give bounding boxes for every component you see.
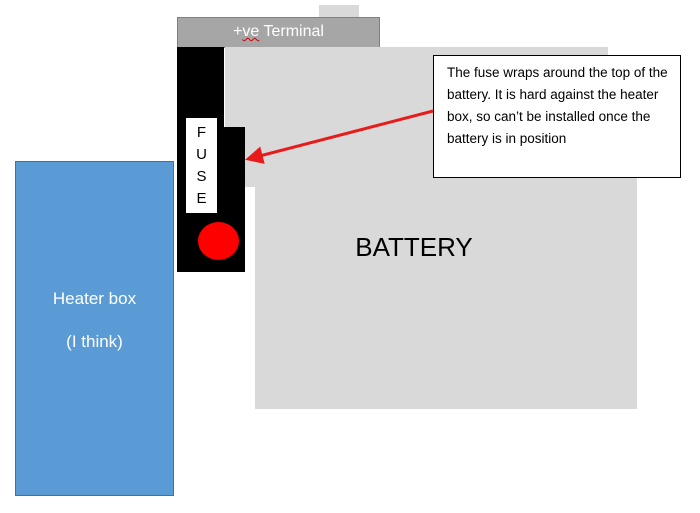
heater-box: Heater box (I think) bbox=[15, 161, 174, 496]
terminal-post bbox=[319, 5, 359, 19]
terminal-suffix: Terminal bbox=[259, 23, 324, 40]
battery-edge bbox=[225, 47, 259, 131]
arrow-line bbox=[245, 109, 434, 164]
fuse-label: F U S E bbox=[186, 118, 217, 213]
callout-note: The fuse wraps around the top of the bat… bbox=[433, 55, 681, 178]
fuse-red-dot bbox=[198, 222, 239, 260]
fuse-letter: E bbox=[196, 190, 207, 208]
terminal-ve: ve bbox=[242, 23, 260, 40]
fuse-letter: U bbox=[196, 145, 207, 163]
heater-label: Heater box bbox=[52, 289, 137, 308]
fuse-letter: S bbox=[196, 168, 207, 186]
fuse-letter: F bbox=[196, 123, 207, 141]
terminal-prefix: + bbox=[233, 23, 243, 40]
heater-note: (I think) bbox=[66, 332, 123, 351]
battery-label: BATTERY bbox=[355, 232, 473, 262]
